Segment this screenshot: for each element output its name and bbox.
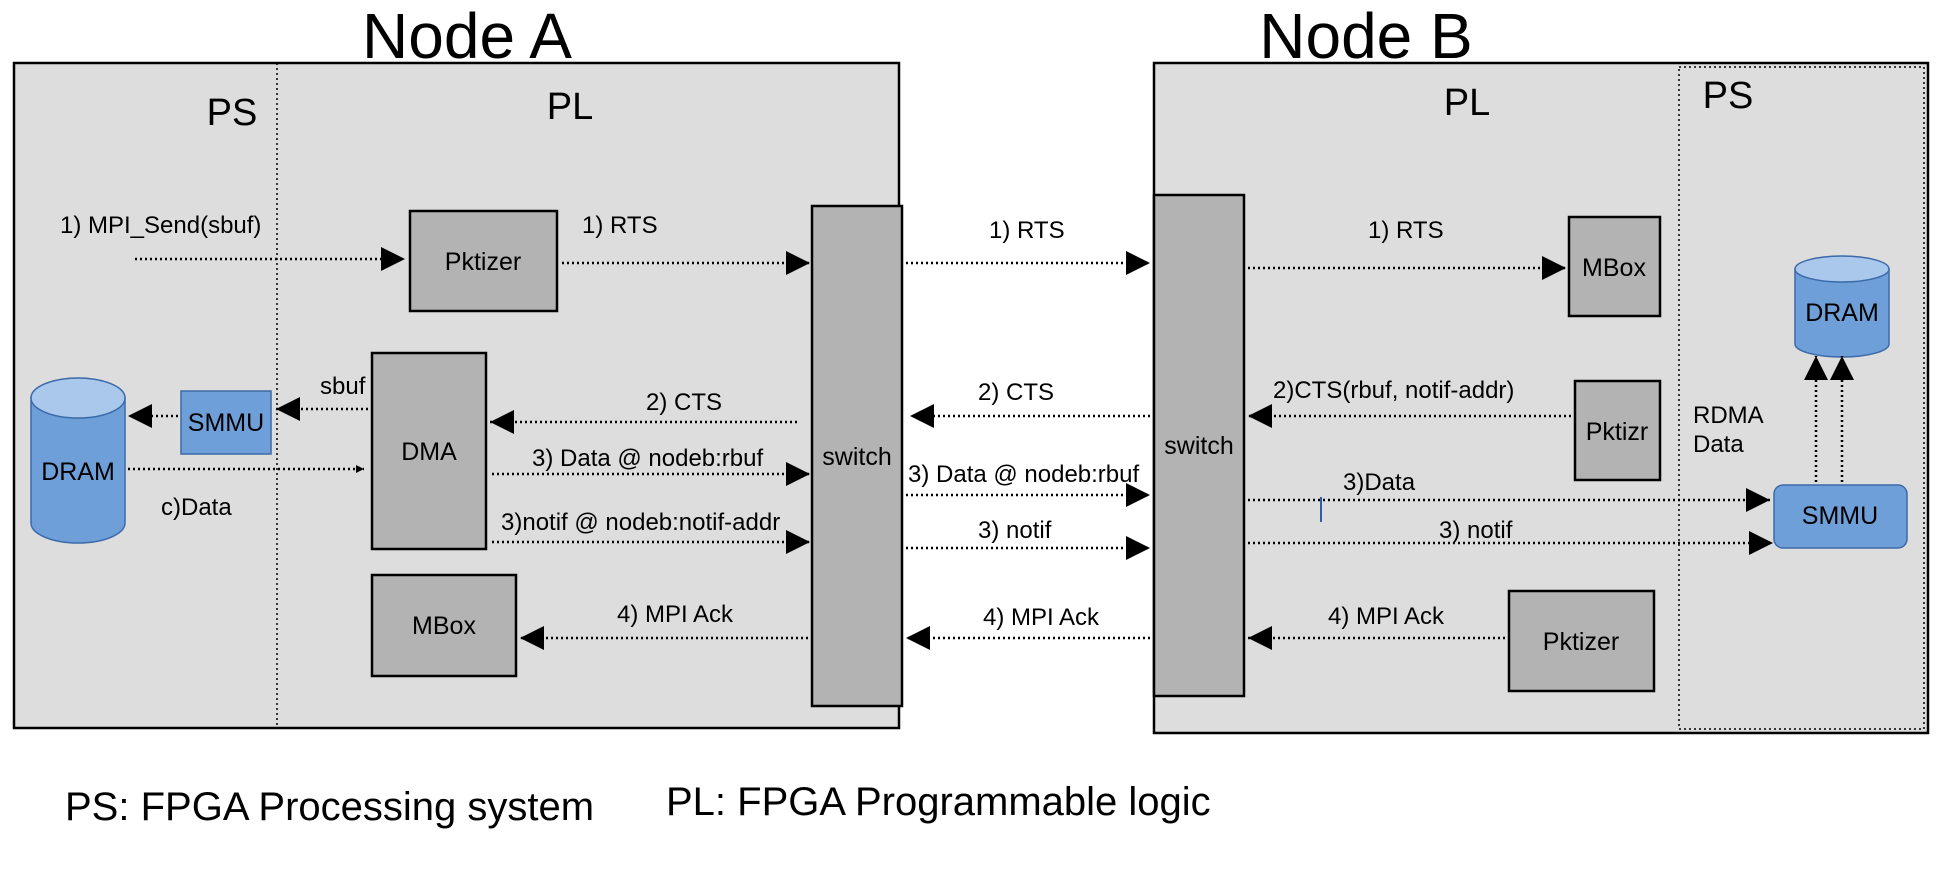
label-b-notif: 3) notif (1439, 517, 1513, 544)
label-link-cts: 2) CTS (978, 379, 1054, 406)
node-b-title: Node B (1259, 0, 1472, 72)
label-link-rts: 1) RTS (989, 217, 1065, 244)
label-link-notif: 3) notif (978, 517, 1052, 544)
node-b-mbox (1567, 215, 1662, 318)
label-link-data: 3) Data @ nodeb:rbuf (908, 461, 1139, 488)
node-a-pktizer-label: Pktizer (445, 248, 521, 276)
edge-labels: 1) MPI_Send(sbuf) 1) RTS 1) RTS 1) RTS s… (60, 212, 1514, 631)
node-a-mbox (370, 573, 518, 678)
node-a-switch-label: switch (822, 443, 891, 471)
label-a-notif: 3)notif @ nodeb:notif-addr (501, 509, 780, 536)
label-a-ack: 4) MPI Ack (617, 601, 734, 628)
node-b-smmu-label: SMMU (1802, 502, 1878, 530)
rdma-data-label-line1: RDMA (1693, 402, 1764, 429)
label-c-data: c)Data (161, 494, 232, 521)
node-a-smmu-label: SMMU (188, 409, 264, 437)
node-b-smmu (1773, 484, 1908, 549)
node-b-ps-region (1678, 66, 1925, 730)
node-a-dma (370, 351, 488, 551)
legend-ps: PS: FPGA Processing system (65, 785, 594, 829)
label-b-cts: 2)CTS(rbuf, notif-addr) (1273, 377, 1514, 404)
label-b-data: 3)Data (1343, 469, 1416, 496)
node-a-dram-label: DRAM (41, 458, 115, 486)
node-a-dma-label: DMA (401, 438, 457, 466)
node-b-pktizr-label: Pktizr (1586, 418, 1649, 446)
node-b-pl-label: PL (1444, 82, 1490, 124)
node-b-mbox-label: MBox (1582, 254, 1646, 282)
node-b-dram: DRAM (1794, 255, 1890, 358)
node-a-pl-label: PL (547, 86, 593, 128)
node-a-pktizer (408, 209, 559, 313)
node-a-title: Node A (362, 0, 572, 72)
label-link-ack: 4) MPI Ack (983, 604, 1100, 631)
label-sbuf: sbuf (320, 373, 366, 400)
node-a-arrows (128, 247, 810, 650)
label-a-cts: 2) CTS (646, 389, 722, 416)
node-b-arrows (1248, 256, 1854, 650)
node-b-pktizer (1507, 589, 1656, 693)
node-a-dram: DRAM (30, 377, 126, 544)
link-arrows (906, 251, 1150, 650)
node-b-switch-label: switch (1164, 432, 1233, 460)
node-b-dram-label: DRAM (1805, 299, 1879, 327)
node-b-switch (1152, 193, 1246, 698)
label-a-rts: 1) RTS (582, 212, 658, 239)
node-b-pktizer-label: Pktizer (1543, 628, 1619, 656)
label-b-rts: 1) RTS (1368, 217, 1444, 244)
label-b-ack: 4) MPI Ack (1328, 603, 1445, 630)
legend-pl: PL: FPGA Programmable logic (666, 780, 1211, 824)
node-b: PL PS switch MBox Pktizr Pktizer DRAM SM… (1152, 61, 1930, 735)
node-a: PS PL DRAM SMMU Pktizer DMA MBox switch (12, 61, 904, 730)
node-a-switch (810, 204, 904, 708)
node-a-ps-label: PS (207, 92, 258, 134)
node-a-mbox-label: MBox (412, 612, 476, 640)
node-b-ps-label: PS (1703, 75, 1754, 117)
node-a-smmu (180, 390, 272, 455)
node-b-pktizr (1573, 379, 1662, 482)
label-a-data: 3) Data @ nodeb:rbuf (532, 445, 763, 472)
label-mpi-send: 1) MPI_Send(sbuf) (60, 212, 261, 239)
rdma-data-label-line2: Data (1693, 431, 1744, 458)
